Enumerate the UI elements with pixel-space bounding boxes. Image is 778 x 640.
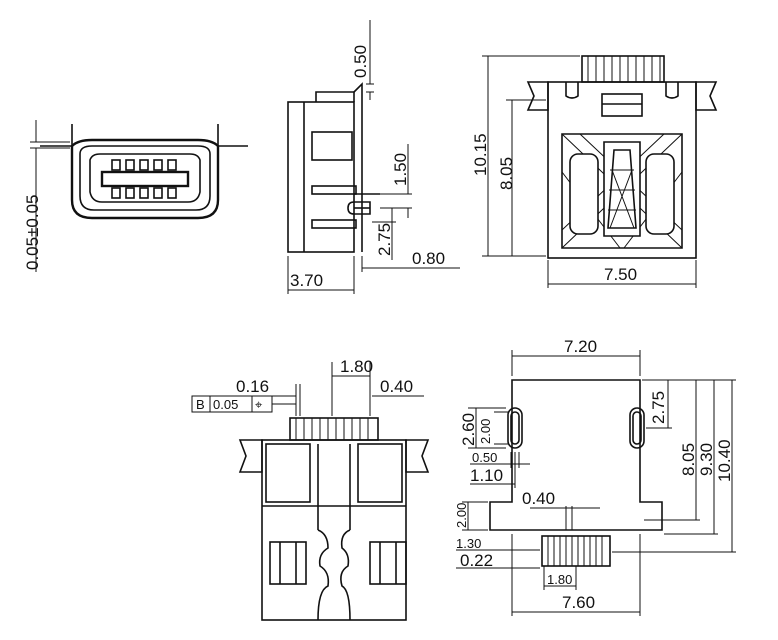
footprint-view: 7.20 2.60 2.00 2.75 0.50 1.10 0.40 2.00 … <box>454 337 736 616</box>
top-view: 10.15 8.05 7.50 <box>471 55 718 288</box>
top-width-label: 7.50 <box>604 265 637 284</box>
tolerance-datum: B <box>196 397 205 412</box>
footprint-lead-width-label: 0.22 <box>460 551 493 570</box>
footprint-top-width-label: 7.20 <box>564 337 597 356</box>
top-overall-height-label: 10.15 <box>471 133 490 176</box>
pcb-view: 1.80 0.16 0.40 B 0.05 ⌖ <box>191 357 430 621</box>
footprint-h1-label: 8.05 <box>679 443 698 476</box>
side-lead-offset-label: 0.80 <box>412 249 445 268</box>
footprint-h3-label: 10.40 <box>715 439 734 482</box>
front-tolerance-label: 0.05±0.05 <box>23 194 42 270</box>
tolerance-value: 0.05 <box>213 397 238 412</box>
footprint-hole-width-label: 2.00 <box>478 419 493 444</box>
side-depth-label: 3.70 <box>290 271 323 290</box>
footprint-hole-offset-label: 2.75 <box>649 391 668 424</box>
side-top-thickness-label: 0.50 <box>351 45 370 78</box>
pcb-pin-width-label: 0.16 <box>236 377 269 396</box>
footprint-h2-label: 9.30 <box>697 443 716 476</box>
footprint-hole-x-label: 1.10 <box>470 466 503 485</box>
pcb-pad-width-label: 0.40 <box>380 377 413 396</box>
footprint-pad-gap-label: 0.40 <box>522 489 555 508</box>
front-view: 0.05±0.05 <box>23 120 248 272</box>
position-tolerance-icon: ⌖ <box>255 397 263 412</box>
pcb-pitch-label: 1.80 <box>340 357 373 376</box>
footprint-hole-height-label: 2.60 <box>459 413 478 446</box>
footprint-pad-height-label: 2.00 <box>454 503 469 528</box>
side-view: 0.50 1.50 2.75 3.70 0.80 <box>287 20 460 294</box>
side-lower-height-label: 2.75 <box>375 223 394 256</box>
footprint-bottom-width-label: 7.60 <box>562 593 595 612</box>
top-body-height-label: 8.05 <box>497 157 516 190</box>
footprint-hole-inner-label: 0.50 <box>472 450 497 465</box>
footprint-lead-height-label: 1.30 <box>456 536 481 551</box>
footprint-pitch-label: 1.80 <box>547 572 572 587</box>
side-pin-spacing-label: 1.50 <box>391 153 410 186</box>
